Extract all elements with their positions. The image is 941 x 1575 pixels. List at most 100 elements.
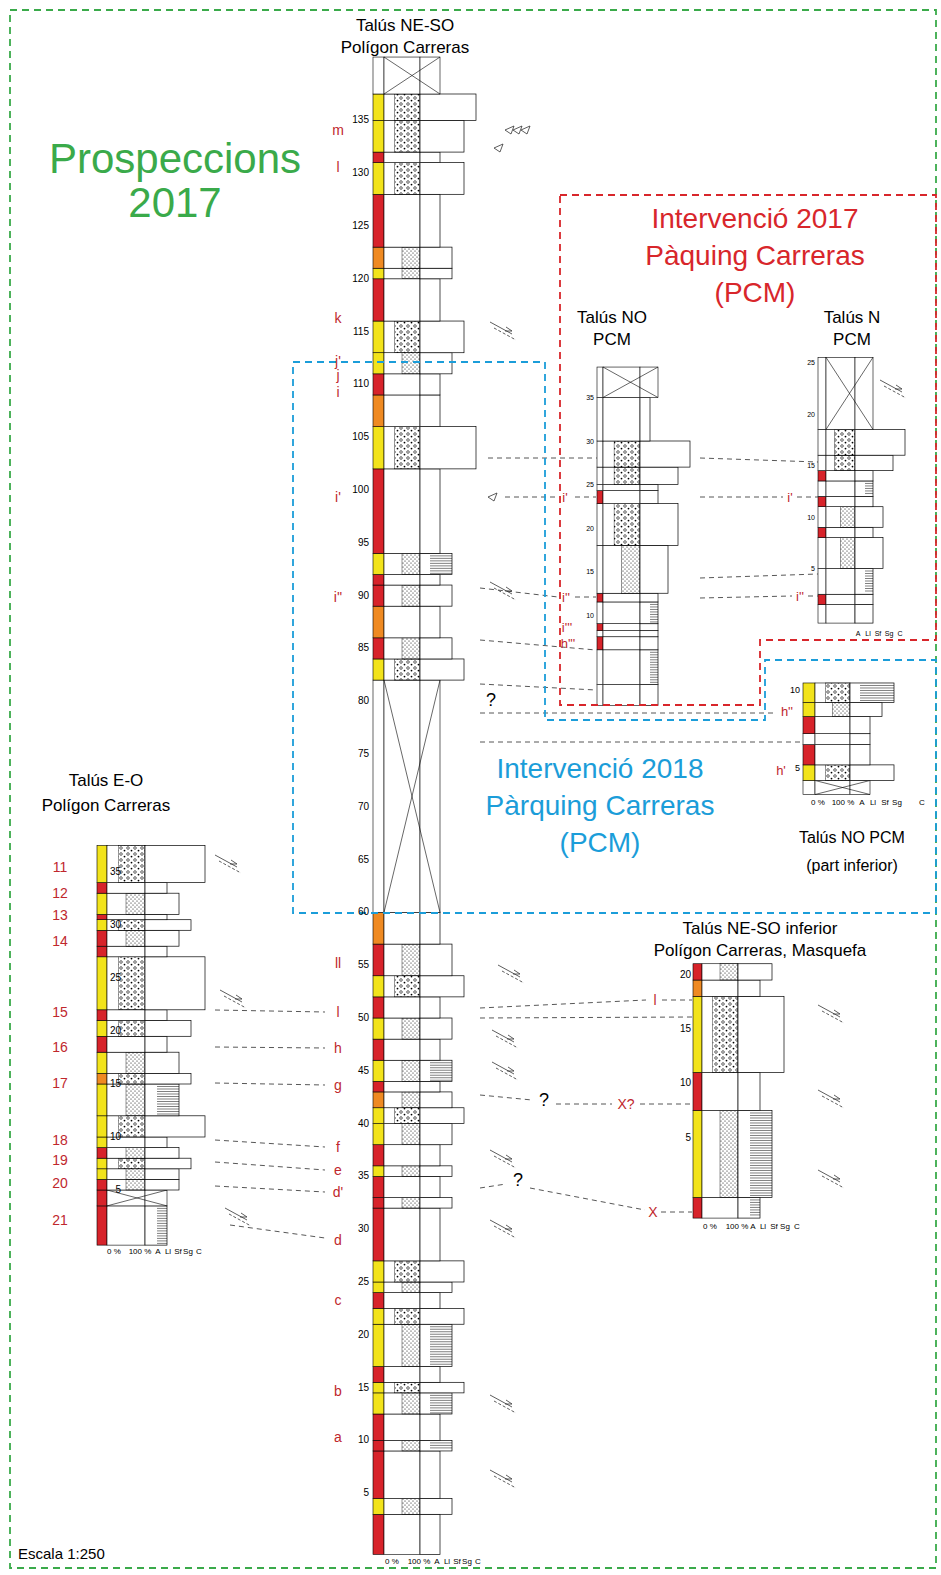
sand-fraction	[395, 120, 420, 152]
sand-fraction	[118, 1116, 145, 1137]
horizon-letter: i'''	[562, 621, 572, 634]
scale-label: 10	[358, 1435, 369, 1445]
grain-bed	[640, 650, 658, 685]
lamination	[157, 1213, 167, 1214]
fault-mark	[220, 990, 242, 1002]
percent-cell	[384, 574, 420, 585]
lith-strip	[373, 1145, 384, 1166]
grain-bed	[640, 631, 658, 637]
correlation-line	[480, 1000, 646, 1008]
sand-fraction	[395, 976, 420, 997]
sand-fraction	[395, 427, 420, 469]
lith-strip	[373, 1018, 384, 1039]
percent-cell	[384, 1081, 420, 1092]
region-outline	[545, 195, 936, 705]
lamination	[750, 1202, 760, 1203]
lith-strip	[373, 1108, 384, 1124]
lamination	[157, 1096, 179, 1097]
lith-strip	[373, 163, 384, 195]
lamination	[430, 1351, 452, 1352]
scale-label: 10	[110, 1132, 121, 1142]
survey-region: Intervenció 2017 Pàquing Carreras (PCM)T…	[545, 195, 936, 705]
cover-cell	[420, 57, 440, 94]
column-heading: Talús NO PCM (part inferior)	[790, 824, 915, 880]
lith-strip	[818, 569, 826, 595]
column-heading: Talús N PCM	[812, 307, 892, 351]
grain-bed	[855, 605, 873, 624]
lamination	[750, 1195, 772, 1196]
lamination	[750, 1167, 772, 1168]
lith-strip	[373, 194, 384, 247]
percent-cell	[826, 507, 855, 528]
sand-fraction	[402, 247, 420, 268]
fault-mark	[818, 1005, 840, 1017]
scale-label: 0 %	[811, 799, 825, 807]
horizon-letter: X?	[617, 1097, 634, 1111]
survey-region: Intervenció 2018 Pàrquing Carreras (PCM)…	[293, 362, 936, 913]
column-heading: Talús E-O Polígon Carreras	[39, 768, 173, 818]
scale-label: Sg	[183, 1248, 193, 1256]
horizon-letter: 11	[53, 860, 68, 874]
lamination	[430, 1361, 452, 1362]
lith-strip	[597, 467, 603, 484]
scale-label: 60	[358, 907, 369, 917]
lith-strip	[373, 976, 384, 997]
scale-label: Sf	[881, 799, 889, 807]
grain-bed	[855, 527, 873, 537]
sand-fraction	[402, 1393, 420, 1414]
lamination	[750, 1115, 772, 1116]
sand-fraction	[402, 1092, 420, 1108]
scale-label: 65	[358, 855, 369, 865]
fault-mark	[822, 1176, 844, 1188]
percent-cell	[826, 538, 855, 569]
percent-cell	[702, 996, 738, 1072]
grain-bed	[145, 914, 167, 919]
lamination	[430, 1075, 452, 1076]
sand-fraction	[402, 638, 420, 659]
fault-mark	[818, 1090, 840, 1102]
lamination	[865, 483, 873, 484]
scale-label: Ll	[444, 1558, 450, 1566]
lamination	[157, 1094, 179, 1095]
lamination	[750, 1199, 760, 1200]
lamination	[650, 679, 658, 680]
lamination	[650, 609, 658, 610]
grain-bed	[420, 1308, 464, 1324]
grain-bed	[420, 1514, 440, 1554]
grain-bed	[855, 429, 905, 455]
grain-bed	[640, 637, 658, 650]
lamination	[430, 1359, 452, 1360]
lamination	[750, 1130, 772, 1131]
percent-cell	[384, 1324, 420, 1366]
lamination	[750, 1135, 772, 1136]
lith-strip	[693, 996, 702, 1072]
lamination	[650, 604, 658, 605]
correlation-line	[215, 1047, 325, 1048]
lamination	[430, 1062, 452, 1063]
percent-cell	[384, 1366, 420, 1382]
cover-cell	[850, 780, 870, 794]
column-heading: Talús NE-SO inferior Polígon Carreras, M…	[652, 918, 868, 962]
grain-bed	[420, 279, 440, 321]
lith-strip	[693, 1072, 702, 1110]
scale-label: Sg	[885, 630, 894, 637]
sand-fraction	[118, 1020, 145, 1036]
lamination	[650, 672, 658, 673]
fault-mark	[490, 1220, 512, 1232]
lith-strip	[373, 680, 384, 912]
percent-cell	[384, 1440, 420, 1451]
lamination	[430, 1407, 452, 1408]
percent-cell	[384, 1308, 420, 1324]
sand-fraction	[395, 1382, 420, 1393]
grain-bed	[640, 491, 658, 504]
percent-cell	[384, 374, 420, 395]
scale-label: 0 %	[385, 1558, 399, 1566]
horizon-letter: 18	[52, 1133, 68, 1147]
fault-mark	[225, 1208, 247, 1220]
horizon-letter: 21	[52, 1213, 68, 1227]
fault-mark	[822, 1096, 844, 1108]
column-heading: Talús NE-SO Polígon Carreras	[335, 15, 475, 59]
scale-label: 75	[358, 749, 369, 759]
lith-strip	[373, 997, 384, 1018]
correlation-line	[480, 713, 776, 714]
